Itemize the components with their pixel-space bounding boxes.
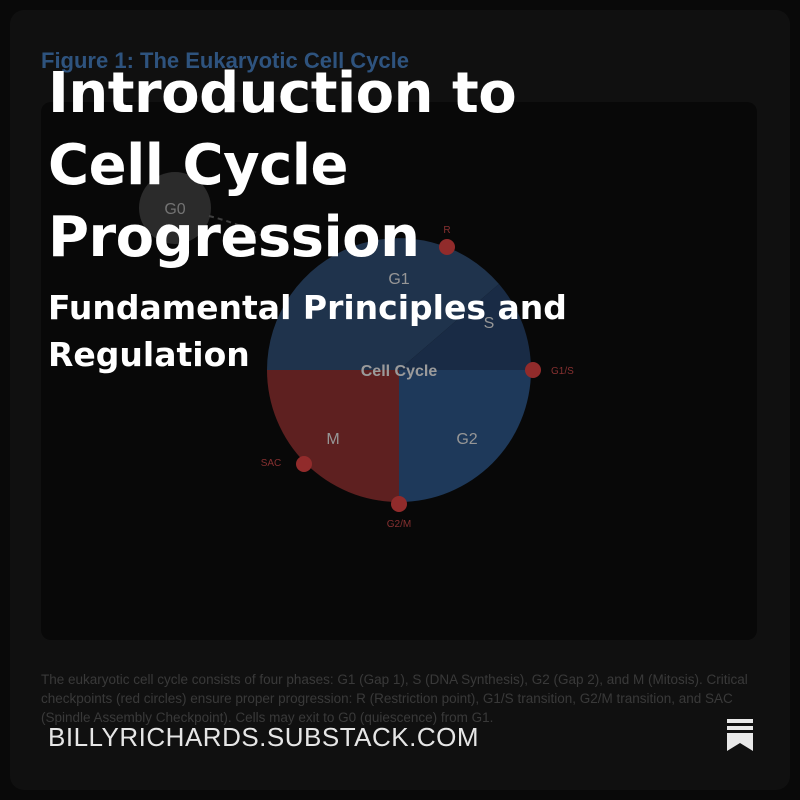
post-card[interactable]: Figure 1: The Eukaryotic Cell Cycle G0 G… [10, 10, 790, 790]
g0-label: G0 [164, 201, 185, 218]
post-title-line: Progression [48, 205, 420, 270]
figure-title: Figure 1: The Eukaryotic Cell Cycle [41, 48, 410, 73]
figure-panel: G0 G1 S G2 M Cell Cycle R G1/S G2/M SAC [41, 102, 757, 640]
phase-m-wedge [267, 370, 399, 502]
publication-domain[interactable]: BILLYRICHARDS.SUBSTACK.COM [48, 722, 480, 752]
checkpoint-r-label: R [443, 225, 450, 236]
checkpoint-r [439, 239, 455, 255]
figure-caption: The eukaryotic cell cycle consists of fo… [41, 672, 748, 725]
checkpoint-g1s-label: G1/S [551, 366, 574, 377]
g0-node [139, 172, 211, 244]
phase-g1-label: G1 [388, 271, 409, 288]
bookmark-icon[interactable] [726, 718, 754, 752]
phase-m-label: M [326, 431, 339, 448]
post-subtitle: Fundamental Principles and Regulation [48, 288, 567, 374]
checkpoint-g2m [391, 496, 407, 512]
checkpoint-sac [296, 456, 312, 472]
center-label: Cell Cycle [361, 363, 438, 380]
cell-cycle-diagram: G0 G1 S G2 M Cell Cycle R G1/S G2/M SAC [139, 172, 574, 530]
phase-s-wedge [399, 284, 531, 370]
phase-s-label: S [484, 315, 495, 332]
post-title-line: Cell Cycle [48, 133, 348, 198]
checkpoint-sac-label: SAC [261, 458, 282, 469]
checkpoint-g2m-label: G2/M [387, 519, 411, 530]
post-title-line: Introduction to [48, 61, 517, 126]
phase-g2-wedge [399, 370, 531, 502]
phase-g1-wedge [267, 238, 499, 370]
checkpoint-g1s [525, 362, 541, 378]
post-title[interactable]: Introduction to Cell Cycle Progression [48, 58, 517, 274]
phase-g2-label: G2 [456, 431, 477, 448]
